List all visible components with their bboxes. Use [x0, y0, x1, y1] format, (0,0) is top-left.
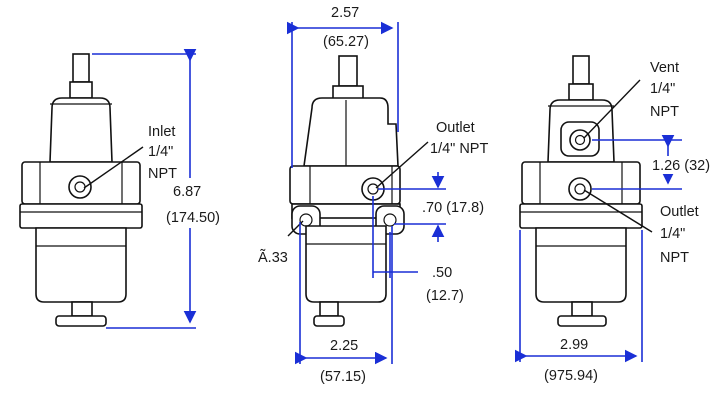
offset-mm: (12.7) — [426, 288, 464, 304]
drain-handle — [55, 315, 107, 327]
bottom-width-in: 2.25 — [330, 338, 358, 354]
bonnet — [303, 97, 399, 167]
inlet-label: Inlet — [148, 124, 175, 140]
flange — [19, 203, 143, 229]
drain-fitting — [71, 301, 93, 317]
drain-nut — [313, 315, 345, 327]
left-regulator-view: Inlet 1/4" NPT 6.87 (174.50) — [19, 48, 220, 329]
bottom-width-mm: (57.15) — [320, 369, 366, 385]
bowl — [535, 227, 627, 303]
drain-fitting — [571, 301, 593, 317]
right-regulator-view: Vent 1/4" NPT Outlet 1/4" NPT 1.26 (32) … — [514, 55, 718, 384]
top-width-mm: (65.27) — [323, 34, 369, 50]
outlet-leader — [375, 141, 429, 189]
port-spacing: .70 (17.8) — [422, 200, 484, 216]
inlet-leader — [83, 146, 144, 189]
adjust-screw — [572, 55, 590, 85]
inlet-port — [68, 175, 92, 199]
outlet-leader — [583, 189, 653, 233]
port-spacing: 1.26 (32) — [652, 158, 710, 174]
adjust-screw — [338, 55, 358, 87]
lock-nut — [69, 81, 93, 99]
hole-diameter: Ã.33 — [258, 249, 288, 266]
top-width-in: 2.57 — [331, 5, 359, 21]
outlet-size: 1/4" NPT — [430, 141, 488, 157]
outlet-port — [568, 177, 592, 201]
width-mm: (975.94) — [544, 368, 598, 384]
vent-port — [569, 129, 591, 151]
outlet-label: Outlet — [436, 120, 475, 136]
vent-leader — [583, 79, 641, 139]
outlet-label: Outlet — [660, 204, 699, 220]
lock-nut — [568, 83, 594, 101]
inlet-size: 1/4" — [148, 144, 173, 160]
bonnet — [49, 97, 113, 163]
inlet-thread: NPT — [148, 166, 177, 182]
height-label-bg — [170, 178, 220, 228]
flange — [519, 203, 643, 229]
center-regulator-view: Outlet 1/4" NPT 2.57 (65.27) .70 (17.8) … — [258, 2, 488, 385]
offset-in: .50 — [432, 265, 452, 281]
vent-thread: NPT — [650, 104, 679, 120]
adjust-screw — [72, 53, 90, 83]
width-in: 2.99 — [560, 337, 588, 353]
drain-handle — [557, 315, 607, 327]
vent-label: Vent — [650, 60, 679, 76]
bowl — [35, 227, 127, 303]
vent-size: 1/4" — [650, 81, 675, 97]
outlet-size: 1/4" — [660, 226, 685, 242]
height-in: 6.87 — [173, 184, 201, 200]
outlet-thread: NPT — [660, 250, 689, 266]
drain-fitting — [319, 301, 339, 317]
bowl — [305, 225, 387, 303]
height-mm: (174.50) — [166, 210, 220, 226]
